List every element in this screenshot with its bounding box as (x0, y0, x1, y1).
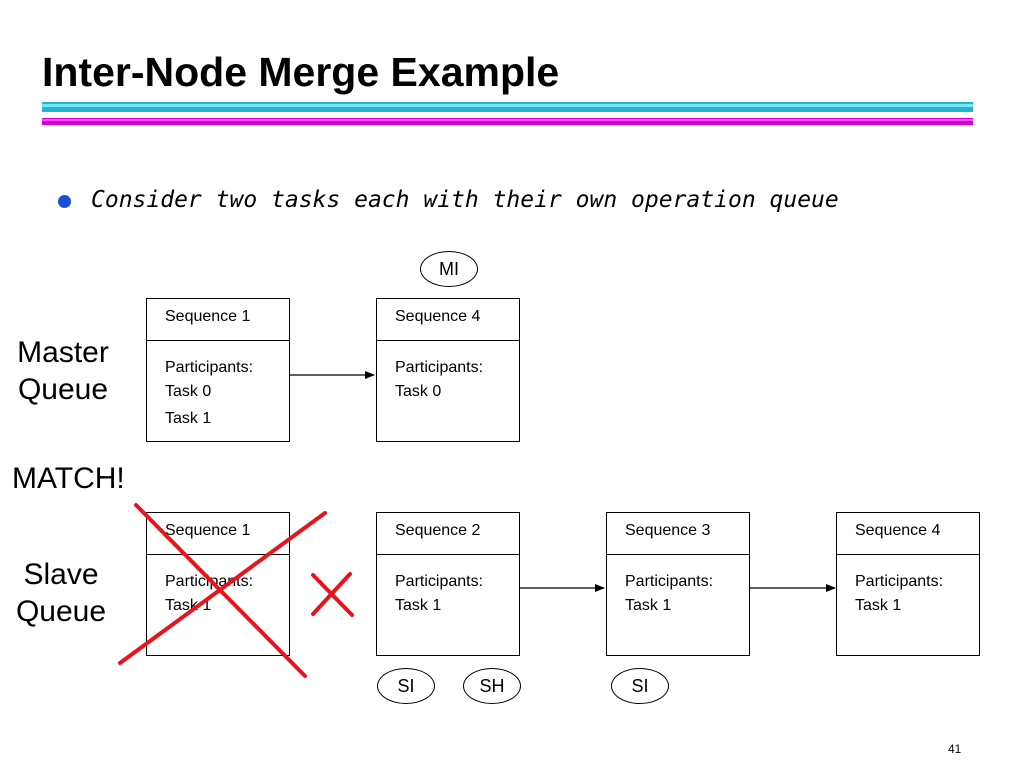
slave-sequence-2-header: Sequence 2 (377, 513, 519, 555)
slave-queue-label: Slave Queue (6, 556, 116, 630)
slave-sequence-4-header: Sequence 4 (837, 513, 979, 555)
match-label: MATCH! (12, 462, 125, 495)
slave-queue-label-line1: Slave (23, 558, 99, 591)
slave-sequence-4-participants-label: Participants: (855, 573, 944, 590)
title-rule-magenta (42, 118, 973, 125)
master-queue-label: Master Queue (8, 334, 118, 408)
slave-sequence-2-participants-label: Participants: (395, 573, 484, 590)
slave-sequence-3-box: Sequence 3 Participants: Task 1 (606, 512, 750, 656)
slave-sequence-2-task-1: Task 1 (395, 597, 442, 614)
master-sequence-4-box: Sequence 4 Participants: Task 0 (376, 298, 520, 442)
slave-sequence-3-body: Participants: Task 1 (607, 555, 749, 618)
slide-title: Inter-Node Merge Example (42, 49, 560, 95)
si-pointer-oval-2: SI (611, 668, 669, 704)
mi-pointer-oval: MI (420, 251, 478, 287)
master-sequence-4-header: Sequence 4 (377, 299, 519, 341)
slave-sequence-1-box: Sequence 1 Participants: Task 1 (146, 512, 290, 656)
title-rule-magenta-highlight (42, 119, 973, 121)
bullet-dot-icon (58, 195, 71, 208)
title-rule-blue-highlight (42, 104, 973, 107)
master-sequence-1-task-1: Task 1 (165, 410, 212, 427)
sh-pointer-oval: SH (463, 668, 521, 704)
master-queue-label-line1: Master (17, 336, 109, 369)
sequence-1-cross-out-stroke-b (118, 511, 327, 665)
master-sequence-1-task-0: Task 0 (165, 383, 212, 400)
page-number: 41 (948, 742, 962, 756)
slave-sequence-4-box: Sequence 4 Participants: Task 1 (836, 512, 980, 656)
master-sequence-4-participants-label: Participants: (395, 359, 484, 376)
slave-sequence-2-body: Participants: Task 1 (377, 555, 519, 618)
arrow-cross-out-stroke-b (311, 572, 352, 616)
slave-sequence-2-box: Sequence 2 Participants: Task 1 (376, 512, 520, 656)
slave-sequence-1-header: Sequence 1 (147, 513, 289, 555)
slave-sequence-1-task-1: Task 1 (165, 597, 212, 614)
slave-sequence-4-body: Participants: Task 1 (837, 555, 979, 618)
si-pointer-oval-1: SI (377, 668, 435, 704)
bullet-text: Consider two tasks each with their own o… (91, 187, 839, 213)
master-sequence-1-participants-label: Participants: (165, 359, 254, 376)
slave-sequence-3-participants-label: Participants: (625, 573, 714, 590)
slave-sequence-3-task-1: Task 1 (625, 597, 672, 614)
master-sequence-1-box: Sequence 1 Participants: Task 0 Task 1 (146, 298, 290, 442)
title-rule-blue (42, 102, 973, 112)
master-sequence-1-header: Sequence 1 (147, 299, 289, 341)
slave-sequence-4-task-1: Task 1 (855, 597, 902, 614)
slave-queue-label-line2: Queue (15, 595, 107, 628)
master-sequence-4-task-0: Task 0 (395, 383, 442, 400)
master-sequence-1-body: Participants: Task 0 Task 1 (147, 341, 289, 431)
master-sequence-4-body: Participants: Task 0 (377, 341, 519, 404)
master-queue-label-line2: Queue (17, 373, 109, 406)
slave-sequence-3-header: Sequence 3 (607, 513, 749, 555)
